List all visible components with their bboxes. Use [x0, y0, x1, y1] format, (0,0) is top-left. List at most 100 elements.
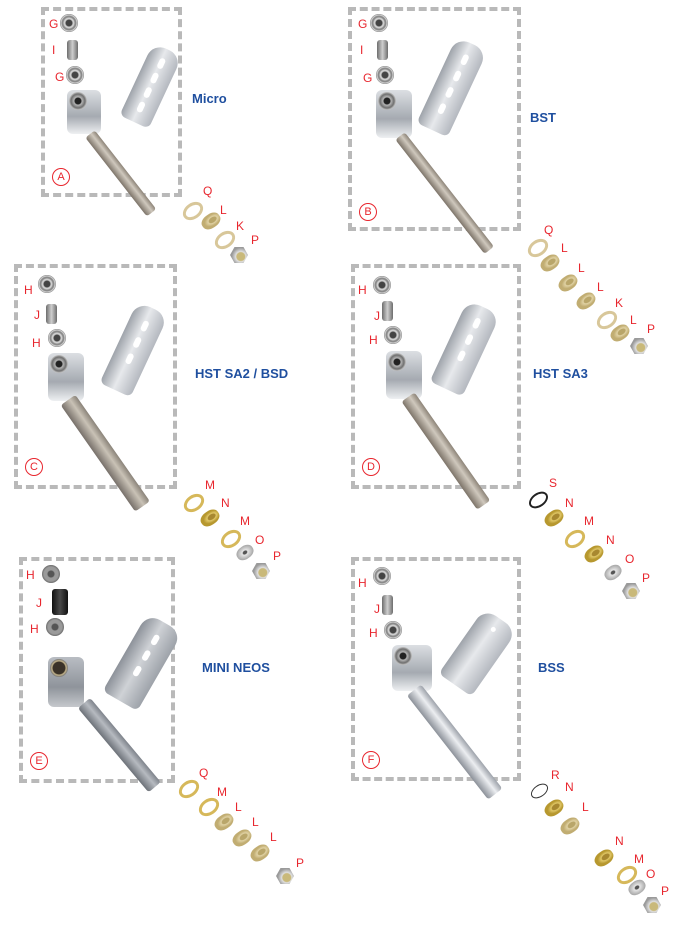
part-label: P: [296, 856, 305, 870]
spacer-ring-icon: [247, 841, 273, 865]
lock-nut-icon: [230, 247, 248, 263]
spacer-ring-icon: [541, 796, 567, 820]
panel-f-bss: BSS F H J H R N L N M O P: [340, 545, 684, 928]
part-label: G: [49, 17, 59, 31]
part-label: H: [32, 336, 41, 350]
bearing-spacer-sleeve-icon: [52, 589, 68, 615]
bearing-spacer-sleeve-icon: [377, 40, 388, 60]
part-label: G: [358, 17, 368, 31]
part-label: N: [615, 834, 624, 848]
bearing-icon: [384, 621, 402, 639]
fork-hub-icon: [392, 645, 432, 691]
part-label: L: [597, 280, 604, 294]
bearing-spacer-sleeve-icon: [67, 40, 78, 60]
panel-d-hst-sa3: HST SA3 D H J H S N M N O P: [340, 255, 684, 599]
o-ring-icon: [525, 488, 552, 512]
part-label: I: [360, 43, 364, 57]
fork-hub-icon: [48, 657, 84, 707]
part-label: P: [273, 549, 282, 563]
bearing-icon: [373, 276, 391, 294]
bearing-icon: [46, 618, 64, 636]
part-label: J: [374, 309, 380, 323]
fork-hub-icon: [376, 90, 412, 138]
lock-nut-icon: [643, 897, 661, 913]
panel-b-bst: BST B G I G Q L L L K L P: [340, 0, 684, 360]
part-label: P: [647, 322, 656, 336]
part-label: L: [630, 313, 637, 327]
spacer-ring-icon: [197, 506, 223, 530]
bearing-icon: [48, 329, 66, 347]
part-label: M: [584, 514, 594, 528]
lock-nut-icon: [622, 583, 640, 599]
part-label: G: [363, 71, 373, 85]
variant-letter-badge: A: [52, 168, 70, 186]
model-title: Micro: [192, 91, 227, 106]
part-label: H: [369, 626, 378, 640]
part-label: L: [270, 830, 277, 844]
variant-letter-badge: F: [362, 751, 380, 769]
bearing-icon: [373, 567, 391, 585]
part-label: S: [549, 476, 558, 490]
part-label: N: [221, 496, 230, 510]
variant-letter-badge: D: [362, 458, 380, 476]
fork-hub-icon: [67, 90, 101, 134]
part-label: K: [615, 296, 624, 310]
bearing-spacer-sleeve-icon: [46, 304, 57, 324]
spacer-ring-icon: [591, 846, 617, 870]
part-label: L: [220, 203, 227, 217]
bearing-icon: [376, 66, 394, 84]
fork-assembly-box: [41, 7, 182, 197]
part-label: O: [255, 533, 265, 547]
spacer-ring-icon: [211, 810, 237, 834]
bearing-icon: [370, 14, 388, 32]
spacer-ring-icon: [557, 814, 583, 838]
panel-e-mini-neos: MINI NEOS E H J H Q M L L L P: [0, 545, 340, 928]
model-title: HST SA2 / BSD: [195, 366, 289, 381]
lock-nut-icon: [630, 338, 648, 354]
bearing-icon: [384, 326, 402, 344]
part-label: Q: [199, 766, 209, 780]
part-label: H: [30, 622, 39, 636]
fork-hub-icon: [386, 351, 422, 399]
spacer-ring-icon: [541, 506, 567, 530]
washer-icon: [180, 490, 208, 516]
part-label: G: [55, 70, 65, 84]
part-label: H: [369, 333, 378, 347]
panel-a-micro: Micro A G I G Q L K P: [0, 0, 340, 270]
part-label: H: [26, 568, 35, 582]
part-label: L: [235, 800, 242, 814]
fork-assembly-box: [348, 7, 521, 231]
part-label: H: [358, 576, 367, 590]
part-label: I: [52, 43, 56, 57]
fork-assembly-box: [14, 264, 177, 489]
part-label: O: [625, 552, 635, 566]
part-label: L: [252, 815, 259, 829]
fork-assembly-box: [351, 557, 521, 781]
part-label: L: [582, 800, 589, 814]
part-label: M: [240, 514, 250, 528]
bearing-icon: [66, 66, 84, 84]
bearing-spacer-sleeve-icon: [382, 595, 393, 615]
part-label: M: [205, 478, 215, 492]
part-label: P: [642, 571, 651, 585]
part-label: N: [565, 780, 574, 794]
model-title: BST: [530, 110, 556, 125]
part-label: O: [646, 867, 656, 881]
part-label: P: [251, 233, 260, 247]
part-label: N: [565, 496, 574, 510]
bearing-icon: [38, 275, 56, 293]
part-label: J: [36, 596, 42, 610]
o-ring-icon: [528, 780, 551, 802]
bearing-spacer-sleeve-icon: [382, 301, 393, 321]
part-label: R: [551, 768, 560, 782]
lock-nut-icon: [252, 563, 270, 579]
part-label: Q: [544, 223, 554, 237]
variant-letter-badge: E: [30, 752, 48, 770]
part-label: P: [661, 884, 670, 898]
fork-assembly-box: [19, 557, 175, 783]
spacer-ring-icon: [229, 826, 255, 850]
fork-assembly-box: [351, 264, 521, 489]
model-title: BSS: [538, 660, 565, 675]
variant-letter-badge: B: [359, 203, 377, 221]
bearing-icon: [42, 565, 60, 583]
